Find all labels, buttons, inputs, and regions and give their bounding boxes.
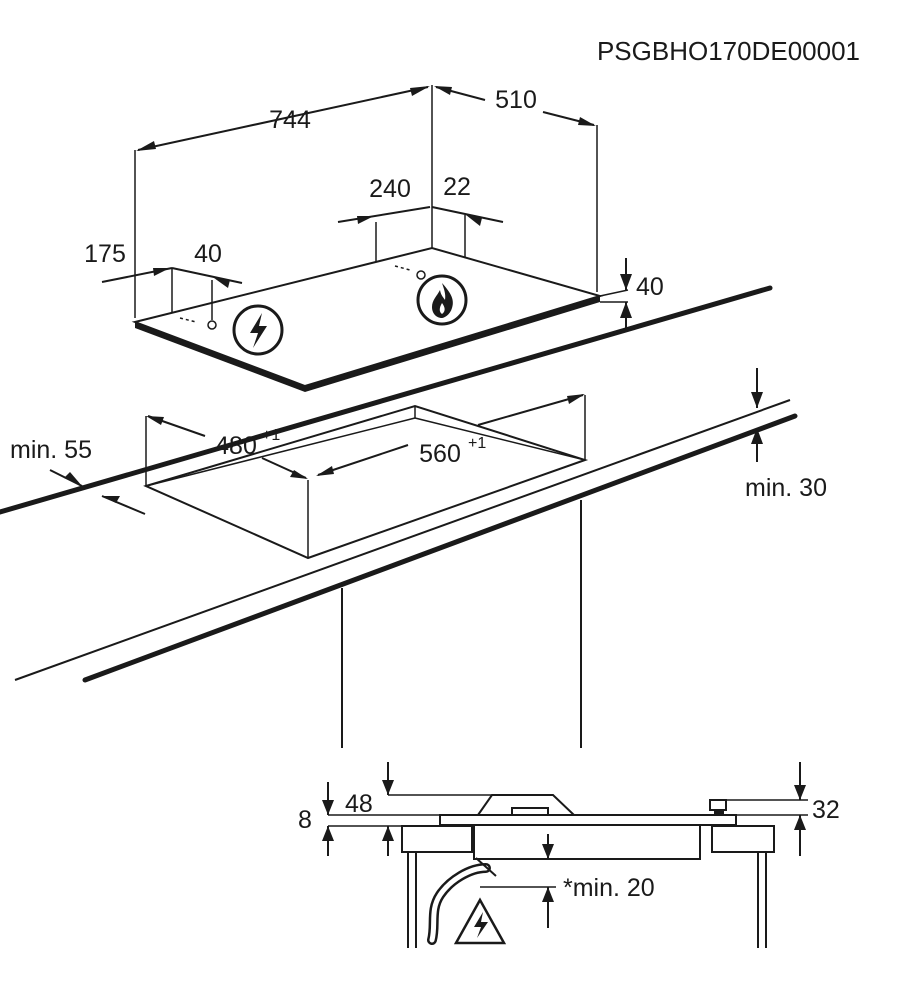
dim-cutout-depth-tol: +1 bbox=[262, 427, 280, 444]
hob-unit: 744 510 240 22 175 40 40 bbox=[84, 85, 664, 392]
dim-section-48: 48 bbox=[345, 790, 373, 818]
product-code: PSGBHO170DE00001 bbox=[597, 36, 860, 66]
dim-burner-edge: 22 bbox=[443, 173, 471, 201]
dim-section-min20: *min. 20 bbox=[563, 874, 655, 902]
section-view: *min. 20 48 8 32 bbox=[298, 762, 840, 948]
dim-left-offset: 175 bbox=[84, 240, 126, 268]
hob-front-edge bbox=[135, 322, 305, 392]
lightning-icon bbox=[232, 304, 284, 356]
dim-width: 744 bbox=[269, 106, 311, 134]
dim-cutout-width-tol: +1 bbox=[468, 435, 486, 452]
dim-min-worktop: min. 30 bbox=[745, 474, 827, 502]
dim-hob-height: 40 bbox=[636, 273, 664, 301]
connector-dot bbox=[416, 270, 426, 280]
connector-dot bbox=[207, 320, 217, 330]
dim-knob-offset: 40 bbox=[194, 240, 222, 268]
hob-side-edge bbox=[305, 296, 600, 392]
dim-section-32: 32 bbox=[812, 796, 840, 824]
flame-icon bbox=[416, 274, 468, 326]
hob-plate bbox=[131, 246, 604, 388]
worktop: 480 +1 560 +1 min. 55 min. 30 bbox=[0, 285, 827, 748]
electric-warning-icon bbox=[453, 897, 507, 945]
dim-cutout-depth: 480 bbox=[215, 432, 257, 460]
dim-burner-offset: 240 bbox=[369, 175, 411, 203]
dim-section-8: 8 bbox=[298, 806, 312, 834]
dim-depth: 510 bbox=[495, 86, 537, 114]
dim-min-front: min. 55 bbox=[10, 436, 92, 464]
cutout bbox=[143, 404, 589, 560]
dim-cutout-width: 560 bbox=[419, 440, 461, 468]
